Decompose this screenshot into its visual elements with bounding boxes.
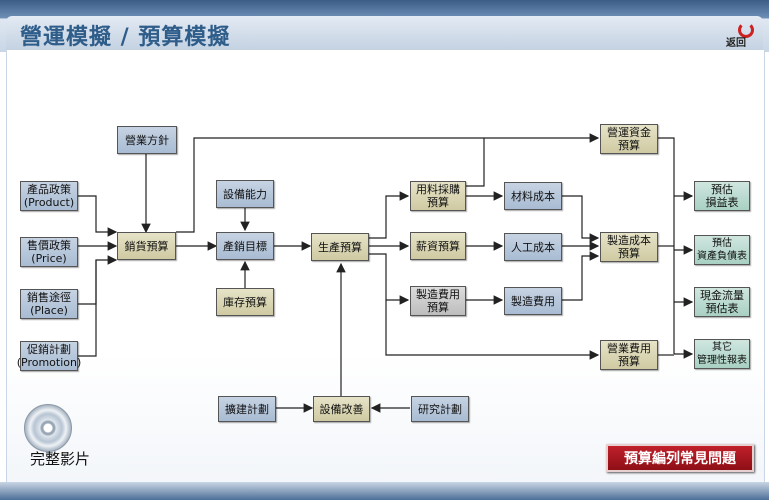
box-label: 用料採購 預算: [416, 183, 460, 209]
box-label: 製造費用 預算: [416, 288, 460, 314]
box-overhead-budget[interactable]: 製造費用 預算: [410, 286, 466, 316]
header-bar: [6, 16, 763, 50]
box-label: 其它 管理性報表: [697, 342, 747, 366]
full-video-link[interactable]: 完整影片: [30, 450, 91, 468]
box-inventory-budget[interactable]: 庫存預算: [216, 288, 274, 316]
box-research-plan[interactable]: 研究計劃: [411, 396, 469, 422]
box-label: 營業費用 預算: [607, 342, 651, 368]
box-label: 預估 資產負債表: [697, 238, 747, 262]
box-material-purchase-budget[interactable]: 用料採購 預算: [410, 181, 466, 211]
box-manufacturing-cost-budget[interactable]: 製造成本 預算: [600, 232, 658, 262]
box-estimated-balance-sheet[interactable]: 預估 資產負債表: [694, 235, 750, 265]
box-labor-cost[interactable]: 人工成本: [504, 233, 562, 261]
box-working-capital-budget[interactable]: 營運資金 預算: [600, 124, 658, 154]
box-label: 人工成本: [511, 240, 555, 254]
box-label: 薪資預算: [416, 239, 460, 253]
box-label: 產銷目標: [223, 239, 267, 253]
page-title: 營運模擬 / 預算模擬: [20, 25, 231, 50]
box-sales-budget[interactable]: 銷貨預算: [117, 232, 176, 260]
box-marketing-policy[interactable]: 營業方針: [117, 126, 177, 154]
back-button[interactable]: 返回: [724, 22, 760, 49]
box-label: 銷售途徑 (Place): [27, 291, 71, 317]
box-label: 材料成本: [511, 189, 555, 203]
box-label: 產品政策 (Product): [23, 183, 75, 209]
back-arrow-icon: [738, 22, 754, 38]
disc-icon[interactable]: [24, 404, 72, 452]
box-wage-budget[interactable]: 薪資預算: [410, 232, 466, 260]
box-place-policy[interactable]: 銷售途徑 (Place): [20, 289, 78, 319]
back-label: 返回: [726, 38, 746, 49]
box-production-budget[interactable]: 生產預算: [311, 233, 369, 261]
box-label: 設備能力: [223, 187, 267, 201]
box-expansion-plan[interactable]: 擴建計劃: [218, 396, 276, 422]
footer-bar: [0, 482, 769, 500]
box-label: 營運資金 預算: [607, 126, 651, 152]
box-capacity[interactable]: 設備能力: [216, 180, 274, 208]
box-material-cost[interactable]: 材料成本: [504, 182, 562, 210]
box-cash-flow-statement[interactable]: 現金流量 預估表: [694, 287, 750, 317]
box-product-policy[interactable]: 產品政策 (Product): [20, 181, 78, 211]
box-label: 擴建計劃: [225, 402, 269, 416]
box-label: 預估 損益表: [705, 183, 739, 209]
box-operating-expense-budget[interactable]: 營業費用 預算: [600, 340, 658, 370]
box-label: 設備改善: [319, 402, 364, 416]
box-label: 研究計劃: [418, 402, 462, 416]
faq-button[interactable]: 預算編列常見問題: [606, 444, 754, 472]
box-label: 製造成本 預算: [607, 234, 651, 260]
box-label: 生產預算: [318, 240, 362, 254]
box-label: 銷貨預算: [124, 239, 169, 253]
box-price-policy[interactable]: 售價政策 (Price): [20, 237, 78, 267]
box-label: 促銷計劃 (Promotion): [16, 343, 82, 369]
box-promotion-plan[interactable]: 促銷計劃 (Promotion): [17, 341, 81, 371]
box-label: 製造費用: [511, 294, 555, 308]
box-estimated-income-statement[interactable]: 預估 損益表: [694, 181, 750, 211]
box-label: 售價政策 (Price): [27, 239, 71, 265]
box-other-reports[interactable]: 其它 管理性報表: [694, 339, 750, 369]
box-label: 現金流量 預估表: [700, 289, 744, 315]
header: 營運模擬 / 預算模擬 返回: [0, 0, 769, 52]
box-equipment-improvement[interactable]: 設備改善: [313, 396, 370, 422]
box-overhead-cost[interactable]: 製造費用: [504, 287, 562, 315]
box-label: 庫存預算: [223, 295, 267, 309]
box-label: 營業方針: [125, 133, 169, 147]
box-production-target[interactable]: 產銷目標: [216, 232, 274, 260]
